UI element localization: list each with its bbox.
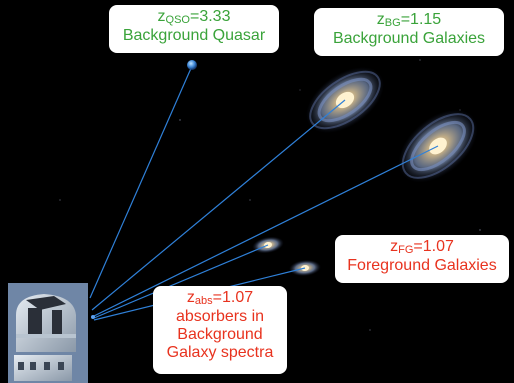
sightline-galaxy-2 xyxy=(93,145,439,317)
background-name: Background Galaxies xyxy=(332,29,486,47)
background-redshift: zBG=1.15 xyxy=(376,11,442,29)
quasar-name: Background Quasar xyxy=(122,26,266,44)
quasar-redshift: zQSO=3.33 xyxy=(157,8,231,26)
sightline-galaxy-1 xyxy=(91,99,346,311)
absorbers-line-2: Background xyxy=(177,326,263,344)
telescope-icon xyxy=(8,283,88,383)
quasar-label: zQSO=3.33 Background Quasar xyxy=(109,5,279,53)
absorbers-redshift: zabs=1.07 xyxy=(186,289,254,307)
foreground-redshift: zFG=1.07 xyxy=(390,238,454,256)
absorbers-label: zabs=1.07 absorbers in Background Galaxy… xyxy=(153,286,287,374)
sightline-foreground-1 xyxy=(93,244,269,319)
background-galaxies-label: zBG=1.15 Background Galaxies xyxy=(314,8,504,56)
absorbers-line-3: Galaxy spectra xyxy=(166,344,274,362)
quasar-icon xyxy=(187,60,197,70)
absorbers-line-1: absorbers in xyxy=(175,307,265,325)
foreground-galaxies-label: zFG=1.07 Foreground Galaxies xyxy=(335,235,509,283)
foreground-name: Foreground Galaxies xyxy=(347,256,497,274)
sightline-focus-point xyxy=(91,315,95,319)
sightline-quasar xyxy=(89,65,193,299)
